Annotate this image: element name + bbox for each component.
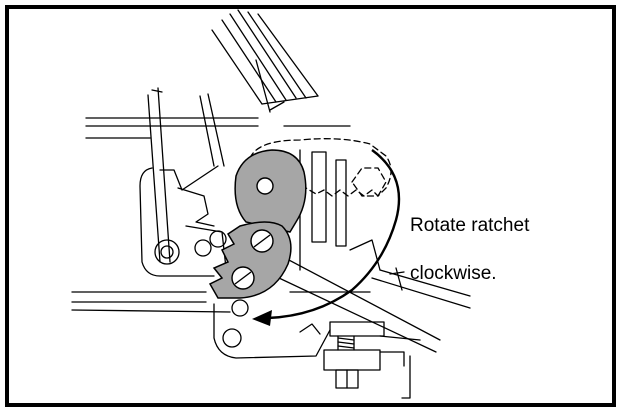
ratchet-upper-part bbox=[234, 149, 307, 233]
figure-frame bbox=[5, 5, 616, 407]
ratchet-ghost-outline bbox=[249, 138, 392, 197]
instruction-line-1: Rotate ratchet bbox=[410, 215, 530, 236]
clockwise-arrow bbox=[252, 149, 401, 326]
lower-bracket bbox=[213, 299, 421, 359]
rotate-ratchet-instruction: Rotate ratchet clockwise. bbox=[410, 190, 529, 286]
upper-channel-bar bbox=[211, 9, 319, 113]
ghost-hex-nut bbox=[351, 167, 387, 197]
upper-pivot-hole bbox=[256, 177, 274, 195]
bracket-plate bbox=[139, 165, 227, 277]
frame-rails bbox=[71, 117, 371, 313]
adjust-bolt bbox=[323, 335, 411, 399]
left-rod bbox=[147, 87, 225, 265]
ratchet-toothed-part bbox=[208, 221, 292, 299]
instruction-line-2: clockwise. bbox=[410, 263, 497, 284]
